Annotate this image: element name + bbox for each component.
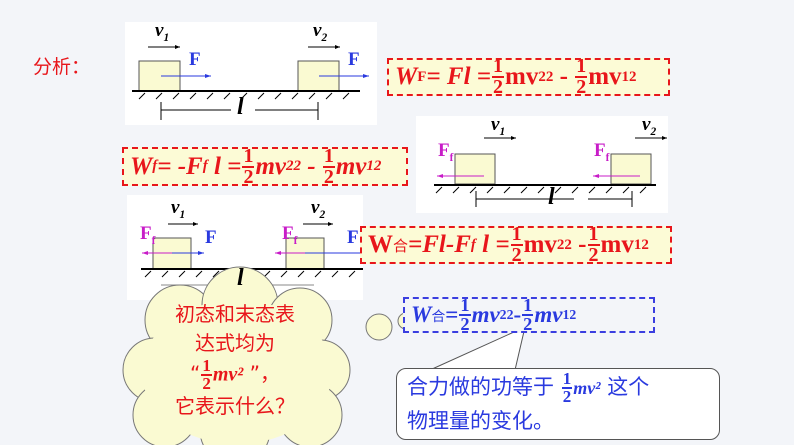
force-label-2: F	[347, 227, 359, 248]
force-label-1: F	[189, 49, 201, 70]
analysis-label: 分析：	[33, 56, 91, 78]
v1-label: v1	[491, 114, 506, 138]
v2-label: v2	[313, 20, 328, 44]
v2-label: v2	[642, 114, 657, 138]
friction-label-1: Ff	[140, 223, 156, 247]
distance-label: l	[237, 265, 244, 291]
distance-label: l	[237, 94, 244, 120]
diagram-friction: v1 v2 Ff Ff l	[416, 114, 668, 213]
force-label-2: F	[348, 49, 360, 70]
friction-label-2: Ff	[282, 223, 298, 247]
diagram-applied-force: v1 v2 F F l	[125, 20, 377, 125]
v2-label: v2	[311, 197, 326, 221]
distance-label: l	[548, 184, 555, 210]
v1-label: v1	[171, 197, 186, 221]
friction-label-1: Ff	[438, 140, 454, 164]
friction-label-2: Ff	[594, 140, 610, 164]
v1-label: v1	[155, 20, 170, 44]
force-label-1: F	[205, 227, 217, 248]
